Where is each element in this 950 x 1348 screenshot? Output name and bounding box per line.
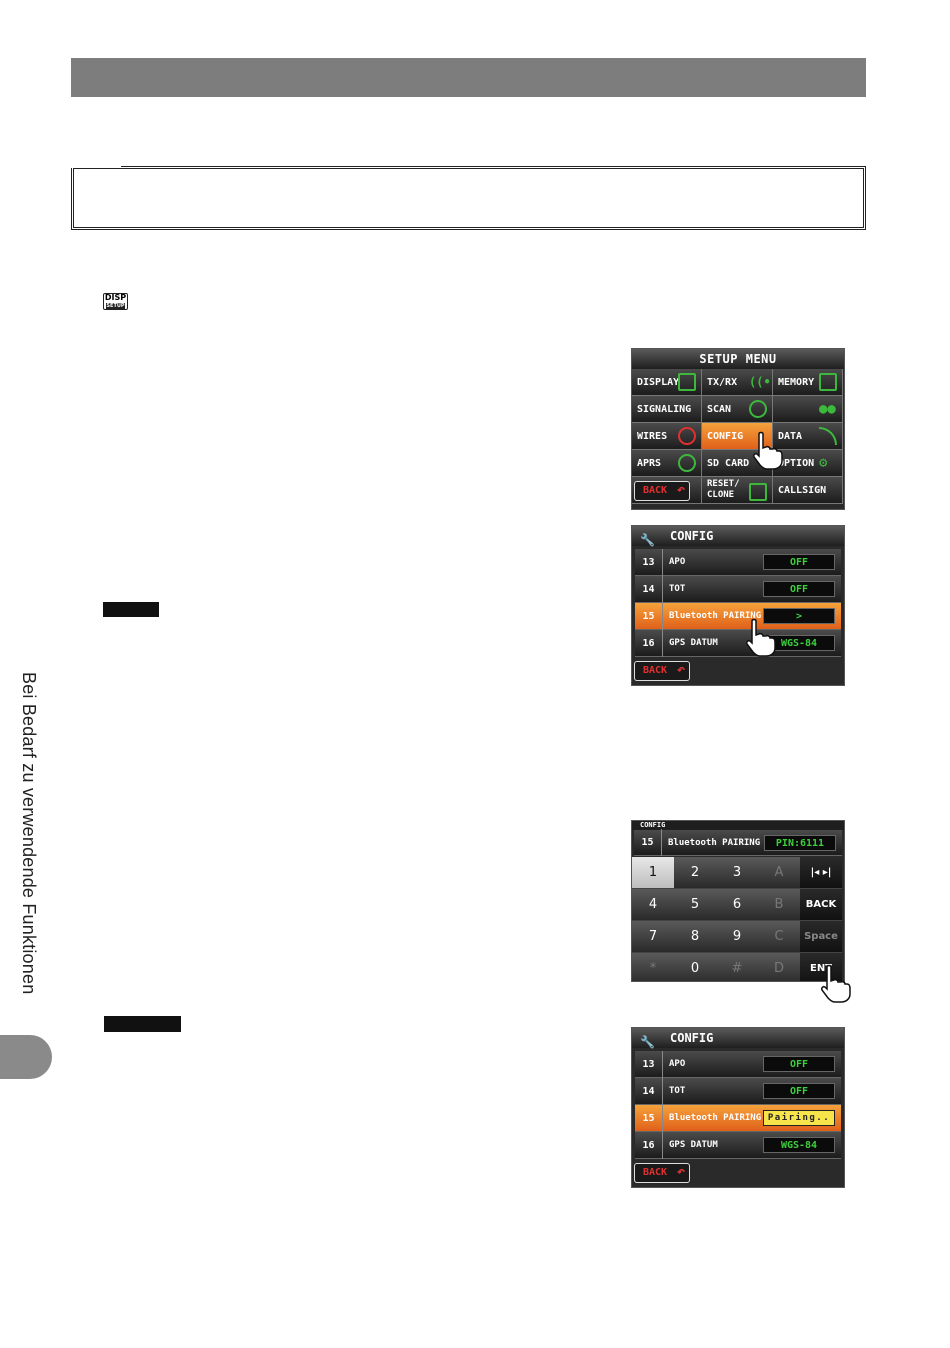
pairing-status-badge: Pairing.. bbox=[763, 1110, 835, 1126]
menu-callsign[interactable]: CALLSIGN bbox=[773, 477, 843, 504]
menu-memory[interactable]: MEMORY bbox=[773, 369, 843, 396]
menu-signaling[interactable]: SIGNALING bbox=[632, 396, 702, 423]
key-star[interactable]: * bbox=[632, 953, 674, 981]
menu-scan[interactable]: SCAN bbox=[702, 396, 773, 423]
key-0[interactable]: 0 bbox=[674, 953, 716, 981]
setup-menu-screen: SETUP MENU DISPLAY TX/RX((•)) MEMORY SIG… bbox=[631, 348, 845, 510]
back-button[interactable]: BACK bbox=[634, 1163, 691, 1183]
key-b[interactable]: B bbox=[758, 889, 800, 921]
key-9[interactable]: 9 bbox=[716, 921, 758, 953]
key-2[interactable]: 2 bbox=[674, 857, 716, 889]
back-button[interactable]: BACK bbox=[634, 481, 691, 501]
menu-reset-clone[interactable]: RESET/ CLONE bbox=[702, 477, 773, 504]
key-d[interactable]: D bbox=[758, 953, 800, 981]
config-title-bar: 🔧CONFIG bbox=[632, 1028, 844, 1049]
back-button[interactable]: BACK bbox=[634, 661, 691, 681]
finger-pointer-icon bbox=[742, 617, 776, 657]
disp-key-icon: DISP SETUP bbox=[103, 293, 128, 310]
pin-input[interactable]: PIN:6111 bbox=[764, 835, 836, 851]
menu-data[interactable]: DATA bbox=[773, 423, 843, 450]
pin-entry-screen: CONFIG 15 Bluetooth PAIRING PIN:6111 1 2… bbox=[631, 820, 845, 982]
chapter-tab bbox=[0, 1035, 52, 1079]
key-c[interactable]: C bbox=[758, 921, 800, 953]
wires-icon bbox=[678, 427, 696, 445]
section-header-bar bbox=[71, 58, 866, 97]
display-icon bbox=[678, 373, 696, 391]
key-3[interactable]: 3 bbox=[716, 857, 758, 889]
wrench-icon: 🔧 bbox=[640, 533, 655, 547]
scan-icon bbox=[749, 400, 767, 418]
menu-aprs[interactable]: APRS bbox=[632, 450, 702, 477]
reset-icon bbox=[749, 483, 767, 501]
cursor-move-key[interactable]: |◂ ▸| bbox=[800, 857, 842, 889]
note-box bbox=[71, 166, 866, 230]
menu-option[interactable]: OPTION⚙ bbox=[773, 450, 843, 477]
finger-pointer-icon bbox=[749, 430, 783, 470]
key-7[interactable]: 7 bbox=[632, 921, 674, 953]
disp-key-label: DISP bbox=[104, 293, 127, 302]
menu-wires[interactable]: WIRES bbox=[632, 423, 702, 450]
pin-row: 15 Bluetooth PAIRING PIN:6111 bbox=[634, 829, 842, 856]
config-title-bar: 🔧CONFIG bbox=[632, 526, 844, 547]
group-icon: ●● bbox=[819, 401, 836, 417]
key-1[interactable]: 1 bbox=[632, 857, 674, 889]
key-4[interactable]: 4 bbox=[632, 889, 674, 921]
enter-key[interactable]: ENT bbox=[800, 953, 842, 981]
menu-back-cell: BACK bbox=[632, 477, 702, 504]
gear-icon: ⚙ bbox=[819, 455, 828, 471]
menu-group[interactable]: ●● bbox=[773, 396, 843, 423]
key-8[interactable]: 8 bbox=[674, 921, 716, 953]
key-6[interactable]: 6 bbox=[716, 889, 758, 921]
menu-display[interactable]: DISPLAY bbox=[632, 369, 702, 396]
sidebar-section-label: Bei Bedarf zu verwendende Funktionen bbox=[19, 672, 39, 995]
space-key[interactable]: Space bbox=[800, 921, 842, 953]
disp-key-sublabel: SETUP bbox=[106, 303, 125, 309]
menu-txrx[interactable]: TX/RX((•)) bbox=[702, 369, 786, 396]
aprs-globe-icon bbox=[678, 454, 696, 472]
note-box-tab bbox=[71, 162, 121, 168]
pin-screen-caption: CONFIG bbox=[632, 821, 844, 830]
finger-pointer-icon bbox=[817, 963, 851, 1003]
wrench-icon: 🔧 bbox=[640, 1035, 655, 1049]
key-a[interactable]: A bbox=[758, 857, 800, 889]
label-tab bbox=[104, 1016, 181, 1032]
antenna-icon: ((•)) bbox=[749, 375, 786, 389]
key-5[interactable]: 5 bbox=[674, 889, 716, 921]
data-icon bbox=[819, 427, 837, 445]
backspace-key[interactable]: BACK bbox=[800, 889, 842, 921]
setup-menu-title: SETUP MENU bbox=[632, 349, 844, 369]
key-hash[interactable]: # bbox=[716, 953, 758, 981]
book-icon bbox=[819, 373, 837, 391]
label-tab bbox=[103, 602, 159, 617]
